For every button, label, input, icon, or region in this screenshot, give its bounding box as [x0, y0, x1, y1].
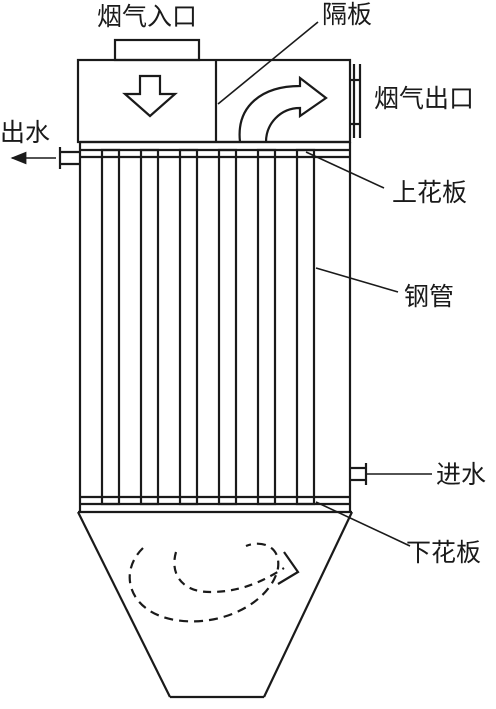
hopper: [77, 510, 353, 699]
label-water-outlet: 出水: [0, 118, 51, 147]
swirl-arrow-icon: [173, 551, 285, 594]
curved-arrow-icon: [238, 75, 328, 143]
label-steel-tube: 钢管: [404, 282, 455, 311]
steel-tube: [100, 148, 121, 506]
steel-tube: [139, 148, 160, 506]
label-upper-tube-sheet: 上花板: [392, 178, 468, 207]
water-outlet-pipe: [58, 147, 80, 169]
steel-tube: [256, 148, 277, 506]
leader-upper-tube-sheet: [305, 151, 385, 189]
leader-baffle: [217, 21, 319, 105]
steel-tube: [295, 148, 316, 506]
label-baffle: 隔板: [322, 0, 373, 29]
outlet-flange: [350, 64, 362, 138]
leader-lower-tube-sheet: [315, 501, 411, 547]
water-inlet-pipe: [350, 463, 368, 485]
label-flue-gas-inlet: 烟气入口: [97, 2, 198, 31]
label-lower-tube-sheet: 下花板: [406, 538, 482, 567]
inlet-nozzle: [113, 38, 201, 62]
steel-tube: [178, 148, 199, 506]
steel-tube: [217, 148, 238, 506]
steel-tubes: [100, 148, 316, 506]
leader-steel-tube: [315, 267, 399, 293]
swirl-arrow-head: [277, 551, 300, 585]
label-water-inlet: 进水: [436, 460, 487, 489]
swirl-arrow-icon: [128, 542, 280, 623]
label-flue-gas-outlet: 烟气出口: [374, 84, 475, 113]
down-arrow-icon: [122, 74, 178, 118]
top-header-box: [76, 58, 352, 144]
